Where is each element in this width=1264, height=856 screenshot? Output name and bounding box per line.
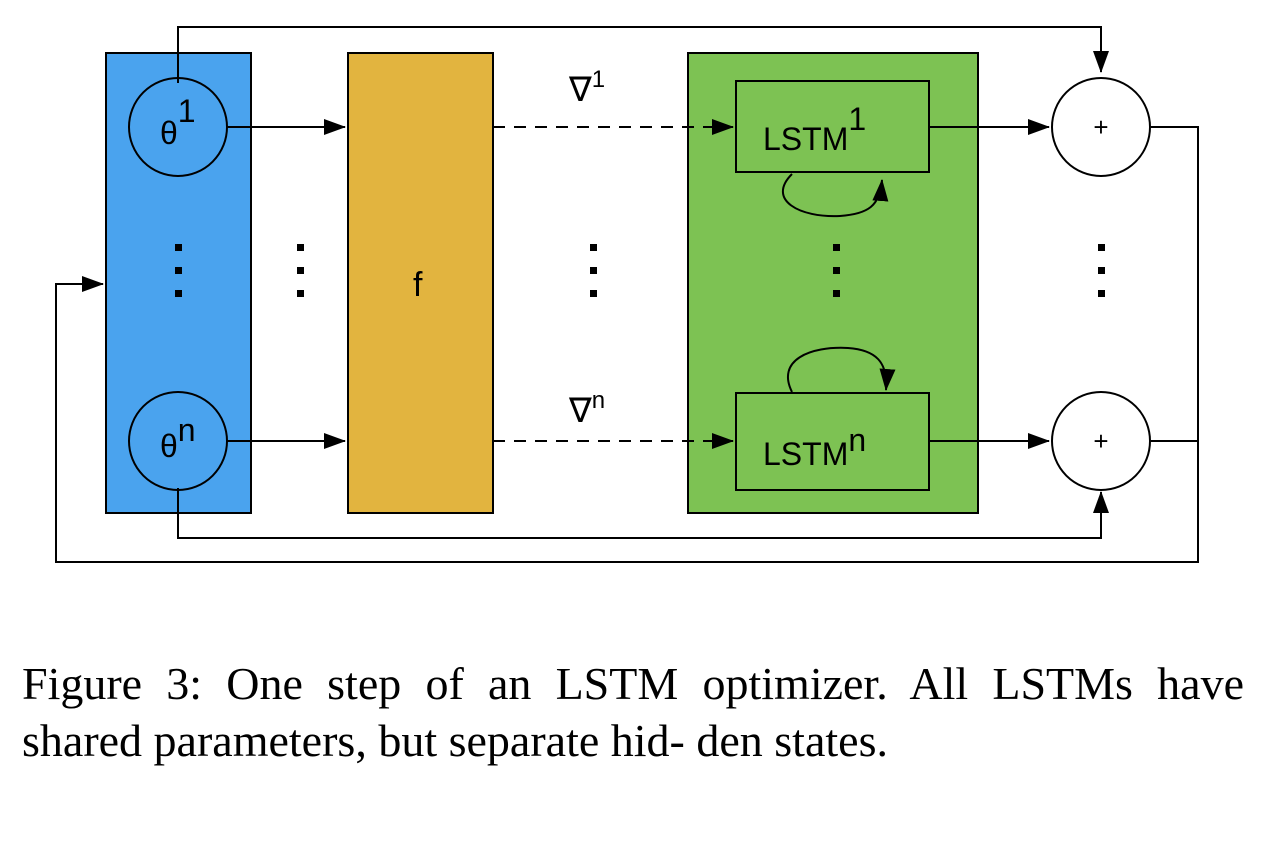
arrow-ellipsis: [297, 244, 304, 297]
theta-n-label: θn: [160, 412, 196, 464]
plus-ellipsis: [1098, 244, 1105, 297]
lstm-n-label: LSTMn: [763, 422, 866, 472]
plus-n-label: +: [1093, 426, 1108, 456]
f-label: f: [413, 266, 423, 304]
plus-1-node: [1051, 77, 1151, 177]
f-block: [347, 52, 494, 514]
theta-ellipsis: [175, 244, 182, 297]
bottom-bypass-line: [177, 488, 1109, 539]
gradient-ellipsis: [590, 244, 597, 297]
grad-1-label: ∇1: [568, 66, 605, 109]
figure-caption: Figure 3: One step of an LSTM optimizer.…: [22, 658, 1244, 766]
lstm-1-label: LSTM1: [763, 101, 866, 157]
lstm-optimizer-diagram: θ1 θn f ∇1 ∇n LSTM1 LSTMn + +: [55, 26, 1199, 563]
plus-1-label: +: [1093, 112, 1108, 142]
plus-n-node: [1051, 391, 1151, 491]
grad-n-label: ∇n: [568, 387, 605, 430]
lstm-1-recurrent-loop: [782, 173, 889, 218]
theta-1-label: θ1: [160, 93, 196, 151]
outer-feedback-line: [55, 126, 1199, 563]
lstm-n-recurrent-loop: [786, 346, 896, 393]
lstm-ellipsis: [833, 244, 840, 297]
top-bypass-line: [177, 26, 1109, 83]
